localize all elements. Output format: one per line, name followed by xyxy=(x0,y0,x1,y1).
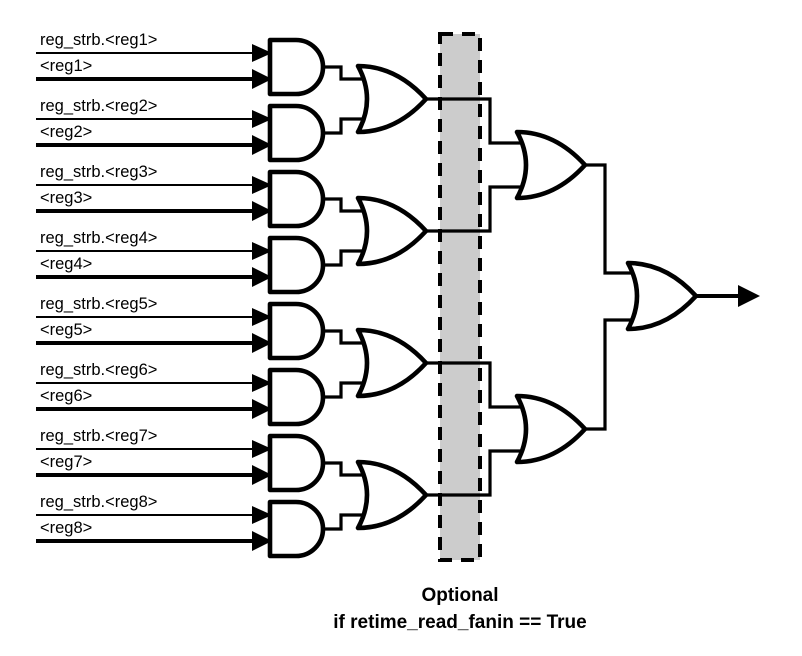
or-gate-l2-2 xyxy=(358,198,426,264)
wire-orl2-3-to-orl3-2 xyxy=(426,361,521,409)
or-gate-final xyxy=(628,263,696,329)
input-arrow-data-1 xyxy=(252,69,272,89)
optional-region-caption: Optional if retime_read_fanin == True xyxy=(333,585,586,633)
input-arrow-data-5 xyxy=(252,333,272,353)
input-strobe-label-3: reg_strb.<reg3> xyxy=(40,163,157,181)
optional-retime-region xyxy=(438,32,482,562)
wire-orl3-2-to-final xyxy=(585,318,632,431)
wire-orl2-1-to-orl3-1 xyxy=(426,97,521,145)
and-gate-7 xyxy=(270,436,323,490)
input-arrow-strobe-4 xyxy=(252,242,272,260)
wire-and8-to-or4 xyxy=(325,513,362,531)
or-gate-l3-1 xyxy=(517,132,585,198)
or-l2-to-l3-wires xyxy=(426,97,521,497)
wire-and4-to-or2 xyxy=(325,249,362,267)
and-gate-3 xyxy=(270,172,323,226)
input-data-label-3: <reg3> xyxy=(40,189,92,207)
wire-and1-to-or1 xyxy=(325,65,362,81)
input-data-label-4: <reg4> xyxy=(40,255,92,273)
input-strobe-label-2: reg_strb.<reg2> xyxy=(40,97,157,115)
wire-and6-to-or3 xyxy=(325,381,362,399)
input-data-label-6: <reg6> xyxy=(40,387,92,405)
wire-and7-to-or4 xyxy=(325,461,362,477)
input-arrow-strobe-1 xyxy=(252,44,272,62)
input-arrow-strobe-8 xyxy=(252,506,272,524)
input-arrow-strobe-7 xyxy=(252,440,272,458)
input-strobe-label-6: reg_strb.<reg6> xyxy=(40,361,157,379)
output-arrow xyxy=(738,285,760,307)
or-l3-to-final-wires xyxy=(585,163,632,431)
or-gate-l2-1 xyxy=(358,66,426,132)
wire-and3-to-or2 xyxy=(325,197,362,213)
and-gate-1 xyxy=(270,40,323,94)
and-gate-8 xyxy=(270,502,323,556)
input-arrow-strobe-6 xyxy=(252,374,272,392)
input-wires xyxy=(36,44,272,551)
input-arrow-data-4 xyxy=(252,267,272,287)
input-arrow-strobe-5 xyxy=(252,308,272,326)
or-gate-l3-2 xyxy=(517,396,585,462)
and-to-or-wires xyxy=(325,65,362,531)
or-gate-l2-4 xyxy=(358,462,426,528)
input-data-label-2: <reg2> xyxy=(40,123,92,141)
wire-orl2-2-to-orl3-1 xyxy=(426,185,521,233)
or-gate-level2-bank xyxy=(358,66,426,528)
input-arrow-data-6 xyxy=(252,399,272,419)
and-gate-6 xyxy=(270,370,323,424)
and-gate-2 xyxy=(270,106,323,160)
input-data-label-5: <reg5> xyxy=(40,321,92,339)
input-arrow-strobe-3 xyxy=(252,176,272,194)
and-gate-5 xyxy=(270,304,323,358)
input-arrow-data-2 xyxy=(252,135,272,155)
input-arrow-strobe-2 xyxy=(252,110,272,128)
input-arrow-data-8 xyxy=(252,531,272,551)
caption-line-1: Optional xyxy=(421,585,498,606)
and-gate-4 xyxy=(270,238,323,292)
caption-line-2: if retime_read_fanin == True xyxy=(333,612,586,633)
final-or-gate-group xyxy=(628,263,760,329)
input-strobe-label-7: reg_strb.<reg7> xyxy=(40,427,157,445)
input-data-label-8: <reg8> xyxy=(40,519,92,537)
input-data-label-1: <reg1> xyxy=(40,57,92,75)
input-labels: reg_strb.<reg1> <reg1> reg_strb.<reg2> <… xyxy=(40,31,157,537)
input-arrow-data-3 xyxy=(252,201,272,221)
wire-and2-to-or1 xyxy=(325,117,362,135)
or-gate-level3-bank xyxy=(517,132,585,462)
input-strobe-label-1: reg_strb.<reg1> xyxy=(40,31,157,49)
input-data-label-7: <reg7> xyxy=(40,453,92,471)
optional-region-box xyxy=(438,32,482,562)
and-gate-bank xyxy=(270,40,323,556)
input-arrow-data-7 xyxy=(252,465,272,485)
wire-orl3-1-to-final xyxy=(585,163,632,275)
or-gate-l2-3 xyxy=(358,330,426,396)
input-strobe-label-5: reg_strb.<reg5> xyxy=(40,295,157,313)
wire-and5-to-or3 xyxy=(325,329,362,345)
wire-orl2-4-to-orl3-2 xyxy=(426,449,521,497)
input-strobe-label-4: reg_strb.<reg4> xyxy=(40,229,157,247)
input-strobe-label-8: reg_strb.<reg8> xyxy=(40,493,157,511)
